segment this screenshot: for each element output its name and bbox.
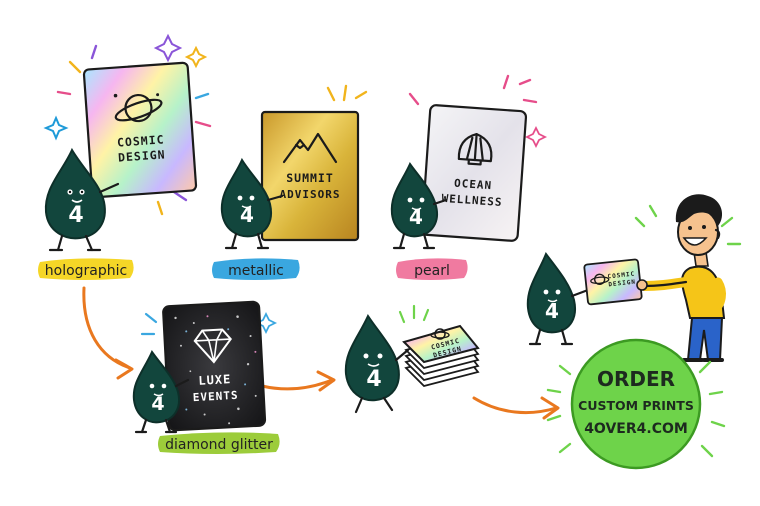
glitter-label: diamond glitter <box>158 432 280 454</box>
holographic-group: COSMIC DESIGN 4 holographic <box>38 33 212 280</box>
sparkle-icon <box>254 311 278 335</box>
shine-lines-icon <box>398 304 430 324</box>
metallic-label-text: metallic <box>228 263 284 279</box>
pearl-card: OCEAN WELLNESS <box>420 104 528 242</box>
mascot-number: 4 <box>366 367 381 392</box>
order-cta-line1: ORDER <box>597 367 675 391</box>
planet-icon <box>590 273 610 285</box>
metallic-card <box>260 110 360 242</box>
pearl-group: OCEAN WELLNESS 4 pearl <box>390 74 548 280</box>
mascot-number: 4 <box>240 203 254 227</box>
holographic-label-text: holographic <box>45 263 127 279</box>
stack-group: COSMIC DESIGN 4 <box>344 304 480 414</box>
order-cta-badge[interactable] <box>570 338 702 470</box>
mascot-4-holographic: 4 <box>44 147 120 252</box>
mascot-number: 4 <box>68 203 83 228</box>
diamond-icon <box>193 328 233 364</box>
holographic-label: holographic <box>38 258 134 280</box>
card-stack: COSMIC DESIGN <box>402 324 480 388</box>
pearl-card-line2: WELLNESS <box>441 192 503 209</box>
mascot-4-glitter: 4 <box>132 349 190 434</box>
person-customer <box>636 194 726 362</box>
flow-arrows <box>82 286 560 420</box>
metallic-label: metallic <box>212 258 300 280</box>
glitter-card: LUXE EVENTS <box>162 300 267 432</box>
mascot-number: 4 <box>545 299 559 323</box>
holographic-card: COSMIC DESIGN <box>82 61 198 199</box>
handoff-card: COSMIC DESIGN <box>583 258 643 306</box>
mascot-number: 4 <box>409 205 423 229</box>
glitter-card-line2: EVENTS <box>193 389 239 404</box>
handoff-group: 4 COSMIC DESIGN <box>526 194 742 362</box>
arrow-icon <box>82 286 134 380</box>
planet-icon <box>430 328 450 340</box>
sparkle-icon <box>43 33 208 141</box>
mascot-4-stack: 4 <box>344 313 410 414</box>
arrow-icon <box>472 396 560 420</box>
sparkle-icon <box>524 125 548 149</box>
shine-lines-icon <box>634 204 742 246</box>
pearl-label: pearl <box>396 258 468 280</box>
shine-lines-icon <box>546 360 726 458</box>
holographic-card-line1: COSMIC <box>117 132 165 149</box>
pearl-card-line1: OCEAN <box>454 177 493 193</box>
order-cta-line3: 4OVER4.COM <box>584 421 688 437</box>
glitter-group: LUXE EVENTS 4 diamond glitter <box>132 300 280 454</box>
mascot-4-pearl: 4 <box>390 161 448 250</box>
mascot-4-metallic: 4 <box>220 157 284 250</box>
holographic-card-line2: DESIGN <box>118 147 166 164</box>
metallic-card-line2: ADVISORS <box>280 188 341 201</box>
mountain-icon <box>282 132 338 164</box>
shine-lines-icon <box>56 44 212 216</box>
planet-icon <box>113 93 163 123</box>
shine-lines-icon <box>140 312 158 336</box>
shine-lines-icon <box>408 74 538 106</box>
glitter-label-text: diamond glitter <box>165 437 273 453</box>
shine-lines-icon <box>326 84 368 102</box>
handoff-card-line2: DESIGN <box>608 279 636 289</box>
metallic-card-line1: SUMMIT <box>286 171 334 185</box>
handoff-card-line1: COSMIC <box>607 271 635 281</box>
arrow-icon <box>260 370 336 392</box>
order-cta-line2: CUSTOM PRINTS <box>578 398 694 413</box>
metallic-group: SUMMIT ADVISORS 4 metallic <box>212 84 368 280</box>
mascot-number: 4 <box>151 393 164 415</box>
order-cta[interactable]: ORDER CUSTOM PRINTS 4OVER4.COM <box>546 338 726 470</box>
mascot-4-handoff: 4 <box>526 251 590 346</box>
seashell-icon <box>457 132 493 166</box>
glitter-card-line1: LUXE <box>198 372 232 388</box>
pearl-label-text: pearl <box>414 263 450 279</box>
